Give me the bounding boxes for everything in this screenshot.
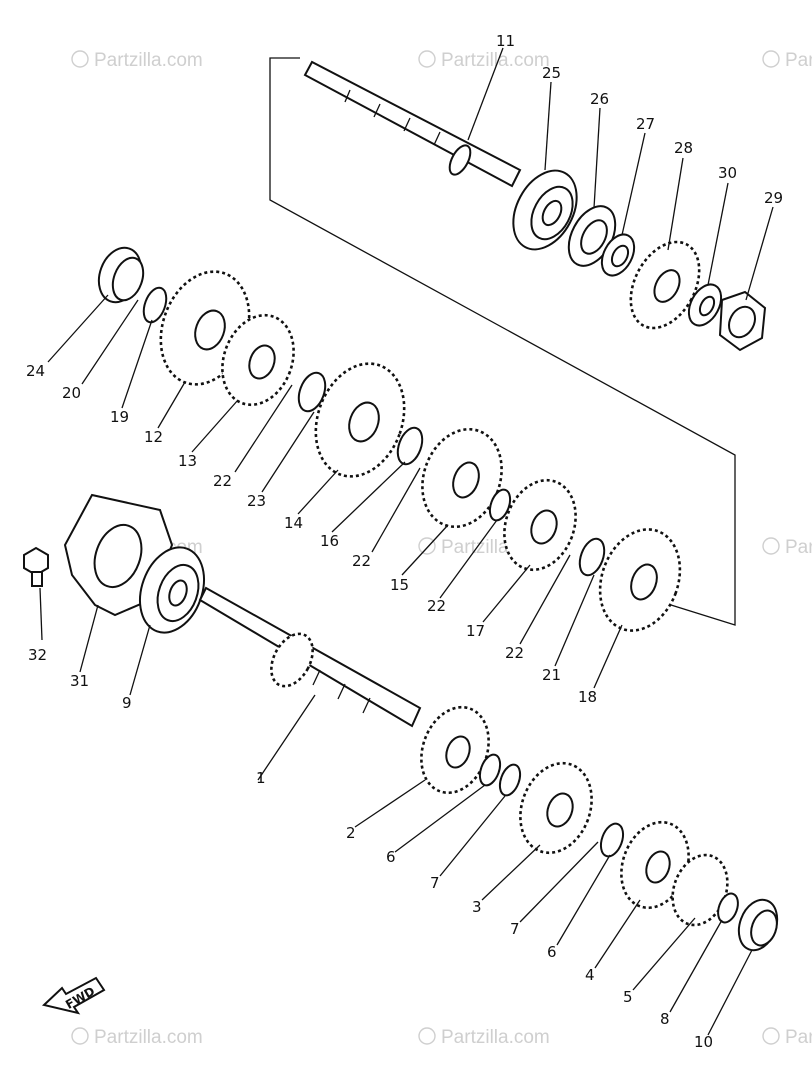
callout-22-d: 22 (505, 644, 524, 662)
forward-direction-arrow: FWD (41, 976, 106, 1015)
callout-30: 30 (718, 164, 737, 182)
callout-14: 14 (284, 514, 303, 532)
callout-27: 27 (636, 115, 655, 133)
callout-22-b: 22 (352, 552, 371, 570)
callout-12: 12 (144, 428, 163, 446)
callout-29: 29 (764, 189, 783, 207)
callout-1: 1 (256, 769, 266, 787)
callout-28: 28 (674, 139, 693, 157)
watermark-bottom-left: Partzilla.com (71, 1027, 203, 1048)
gear-3 (519, 761, 593, 855)
svg-text:Partzilla.com: Partzilla.com (94, 50, 203, 71)
callout-16: 16 (320, 532, 339, 550)
callout-24: 24 (26, 362, 45, 380)
circlip-7 (498, 763, 522, 797)
watermark-bottom-center: Partzilla.com (418, 1027, 550, 1048)
callout-23: 23 (247, 492, 266, 510)
gear-17 (503, 478, 577, 572)
callout-21: 21 (542, 666, 561, 684)
watermark-bottom-right: Partzilla.com (762, 1027, 812, 1048)
circlip-23 (297, 371, 327, 413)
washer-8 (717, 892, 739, 924)
callout-5: 5 (623, 988, 633, 1006)
callout-17: 17 (466, 622, 485, 640)
callout-2: 2 (346, 824, 356, 842)
callout-25: 25 (542, 64, 561, 82)
drive-axle-shaft (303, 60, 522, 188)
callout-3: 3 (472, 898, 482, 916)
collar-27 (600, 233, 636, 277)
callout-18: 18 (578, 688, 597, 706)
callout-20: 20 (62, 384, 81, 402)
callout-22-a: 22 (213, 472, 232, 490)
callout-15: 15 (390, 576, 409, 594)
svg-text:Partzilla.com: Partzilla.com (785, 537, 812, 558)
svg-text:Partzilla.com: Partzilla.com (441, 50, 550, 71)
drive-sprocket-28 (629, 240, 701, 330)
callout-13: 13 (178, 452, 197, 470)
gear-13 (221, 313, 295, 407)
svg-text:Partzilla.com: Partzilla.com (94, 1027, 203, 1048)
callout-31: 31 (70, 672, 89, 690)
callout-9: 9 (122, 694, 132, 712)
bearing-25 (512, 169, 578, 251)
callout-10: 10 (694, 1033, 713, 1051)
main-axle-1 (198, 586, 422, 728)
washer-21 (578, 537, 606, 577)
lock-washer-30 (687, 283, 723, 327)
watermark-top-right: Partzilla.com (762, 50, 812, 71)
nut-29 (718, 290, 767, 352)
gear-14 (314, 362, 406, 478)
callout-26: 26 (590, 90, 609, 108)
svg-text:Partzilla.com: Partzilla.com (785, 1027, 812, 1048)
callout-4: 4 (585, 966, 595, 984)
gear-2 (420, 705, 490, 795)
gear-18 (598, 528, 682, 632)
callout-6-a: 6 (386, 848, 396, 866)
callout-7-a: 7 (430, 874, 440, 892)
bearing-24 (97, 246, 145, 304)
svg-text:Partzilla.com: Partzilla.com (441, 1027, 550, 1048)
callout-19: 19 (110, 408, 129, 426)
callout-11: 11 (496, 32, 515, 50)
washer-6b (599, 822, 625, 858)
gear-15 (421, 427, 503, 529)
bearing-10 (737, 898, 779, 952)
callout-8: 8 (660, 1010, 670, 1028)
watermark-top-center: Partzilla.com (418, 50, 550, 71)
watermark-layer: Partzilla.com Partzilla.com Partzilla.co… (71, 50, 812, 1048)
washer-19 (142, 286, 168, 324)
bolt-32 (23, 546, 49, 587)
callout-6-b: 6 (547, 943, 557, 961)
leader-lines (39, 47, 774, 1036)
watermark-top-left: Partzilla.com (71, 50, 203, 71)
callout-22-c: 22 (427, 597, 446, 615)
drive-axle-enclosure (269, 57, 736, 626)
watermark-mid-right: Partzilla.com (762, 537, 812, 558)
callout-32: 32 (28, 646, 47, 664)
callout-7-b: 7 (510, 920, 520, 938)
circlip-22 (488, 488, 512, 522)
svg-text:Partzilla.com: Partzilla.com (785, 50, 812, 71)
callout-numbers: 11 25 26 27 28 30 29 24 20 19 12 13 22 2… (26, 32, 783, 1051)
bearing-9 (139, 546, 205, 634)
